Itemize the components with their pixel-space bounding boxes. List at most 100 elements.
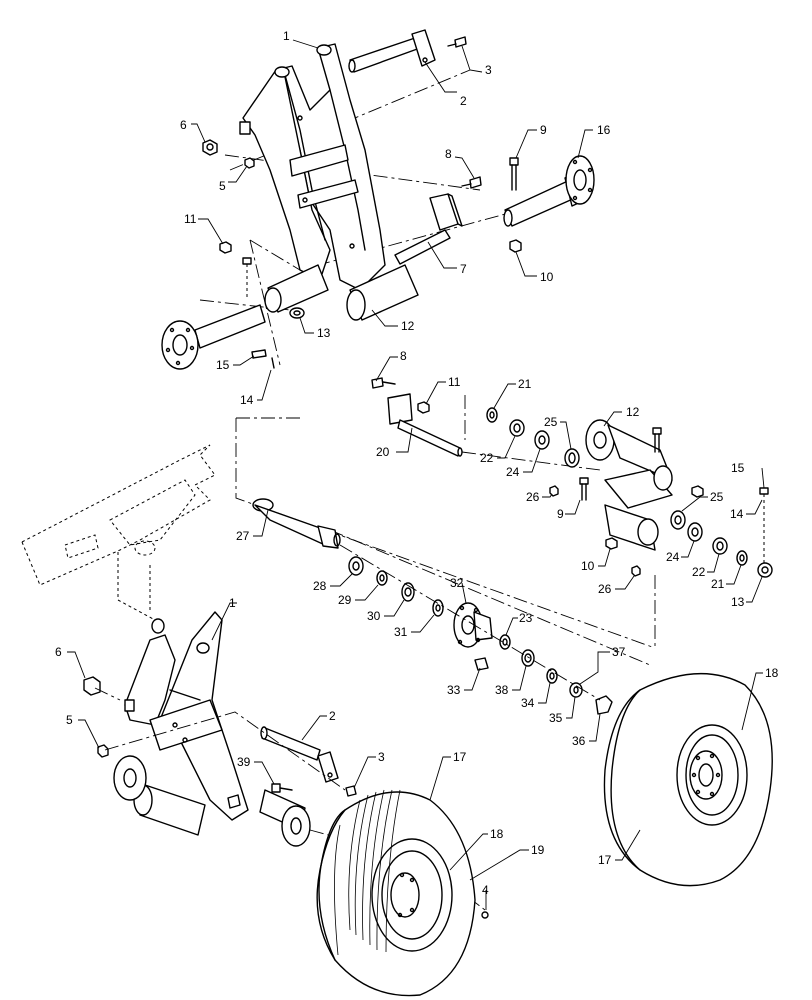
upper-bushing-13 [289, 307, 305, 319]
callout-22b: 22 [692, 565, 706, 579]
callout-2: 2 [460, 94, 467, 108]
upper-bolt-8 [461, 176, 482, 189]
callout-28: 28 [313, 579, 327, 593]
mid-bolt-9 [579, 477, 589, 501]
upper-nut-10 [509, 239, 522, 253]
lower-frame-phantom [21, 444, 216, 621]
mid-pin-20 [387, 393, 601, 471]
callout-6b: 6 [55, 645, 62, 659]
callout-10b: 10 [581, 559, 595, 573]
callout-38: 38 [495, 683, 509, 697]
callout-21: 21 [518, 377, 532, 391]
callout-11b: 11 [448, 375, 461, 389]
callout-21b: 21 [711, 577, 725, 591]
callout-4: 4 [482, 883, 489, 897]
lower-nut-6 [83, 676, 101, 696]
callout-3b: 3 [378, 750, 385, 764]
callout-29: 29 [338, 593, 352, 607]
callout-39: 39 [237, 755, 251, 769]
upper-vertical-bolt [242, 257, 252, 300]
callout-5b: 5 [66, 713, 73, 727]
callout-25: 25 [544, 415, 558, 429]
lower-hub-32 [453, 602, 493, 648]
callout-1b: 1 [229, 596, 236, 610]
upper-bolt-3 [447, 36, 467, 48]
callout-22: 22 [480, 451, 494, 465]
mid-washer-22 [509, 419, 525, 437]
callout-12b: 12 [626, 405, 640, 419]
callout-2b: 2 [329, 709, 336, 723]
callout-20: 20 [376, 445, 390, 459]
callout-7: 7 [460, 262, 467, 276]
mid-pin-15b [759, 487, 769, 565]
callout-6: 6 [180, 118, 187, 132]
callout-12: 12 [401, 319, 415, 333]
lower-bolt-3 [345, 785, 357, 797]
lower-seal-28 [348, 556, 364, 576]
lower-washer-34 [546, 668, 558, 684]
lower-cap-36 [595, 695, 613, 715]
mid-gear-24b [687, 522, 703, 542]
callout-23: 23 [519, 611, 533, 625]
callout-25b: 25 [710, 490, 724, 504]
lower-main-arm [124, 611, 249, 821]
callout-27: 27 [236, 529, 250, 543]
callout-26b: 26 [598, 582, 612, 596]
upper-nut-5 [244, 157, 255, 169]
callout-5: 5 [219, 179, 226, 193]
mid-washer-21b [736, 550, 748, 566]
callout-37: 37 [612, 645, 626, 659]
callout-35: 35 [549, 711, 563, 725]
upper-clip-14 [271, 357, 275, 369]
lower-bolt-39 [271, 783, 293, 793]
callout-14b: 14 [730, 507, 744, 521]
callout-11: 11 [184, 212, 197, 226]
callout-36: 36 [572, 734, 586, 748]
lower-ring-31 [432, 599, 444, 617]
upper-tube-12 [264, 264, 419, 321]
lower-bearing-38 [521, 649, 535, 667]
mid-seal-25b [670, 510, 686, 530]
callout-18b: 18 [765, 666, 779, 680]
callout-10: 10 [540, 270, 554, 284]
callout-32: 32 [450, 576, 464, 590]
mid-washer-21 [486, 407, 498, 423]
upper-bolt-9 [509, 157, 519, 191]
lower-tube-assembly [113, 755, 311, 847]
callout-15: 15 [216, 358, 230, 372]
lower-stud-33 [474, 657, 489, 671]
mid-nut-26b [631, 565, 641, 577]
callout-24: 24 [506, 465, 520, 479]
callout-9: 9 [540, 123, 547, 137]
mid-gear-24 [534, 430, 550, 450]
lower-nut-5 [97, 744, 109, 758]
callout-16: 16 [597, 123, 611, 137]
callout-33: 33 [447, 683, 461, 697]
lower-bolt-4 [481, 911, 489, 919]
mid-bushing-13b [757, 562, 773, 578]
mid-washer-22b [712, 537, 728, 555]
upper-pivot-pin [348, 29, 436, 73]
leader-lines [67, 39, 765, 910]
callout-8: 8 [445, 147, 452, 161]
mid-hub-12 [585, 419, 673, 551]
callout-1: 1 [283, 29, 290, 43]
mid-frame-lines [235, 395, 656, 666]
mid-nut-10 [605, 537, 618, 550]
mid-nut-11 [417, 401, 430, 414]
front-tire-17 [316, 789, 476, 997]
mid-seal-25 [564, 448, 580, 468]
callout-labels: 1 2 3 5 6 7 8 9 10 11 12 13 14 15 16 8 1… [55, 29, 779, 897]
upper-main-arm [239, 43, 386, 291]
callout-3: 3 [485, 63, 492, 77]
upper-spindle-16 [503, 155, 595, 227]
upper-pin-15 [251, 349, 267, 359]
callout-17a: 17 [453, 750, 467, 764]
callout-30: 30 [367, 609, 381, 623]
upper-nut-6 [202, 139, 218, 156]
mid-bolt-8 [371, 377, 396, 389]
upper-left-spindle [161, 304, 266, 370]
callout-13: 13 [317, 326, 331, 340]
callout-17b: 17 [598, 853, 612, 867]
